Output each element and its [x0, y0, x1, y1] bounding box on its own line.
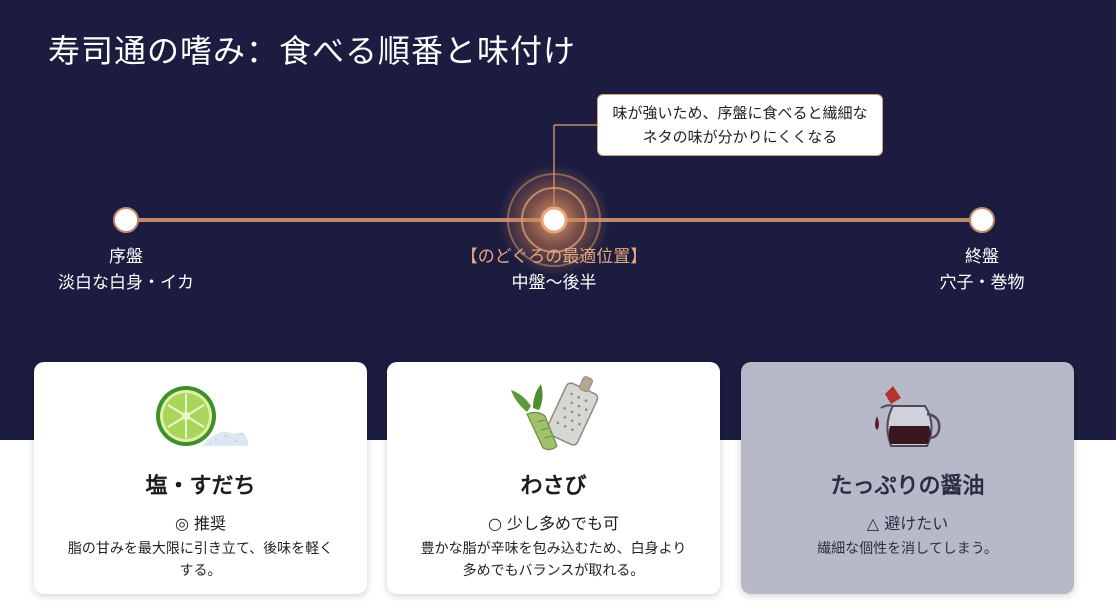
stage-dot-highlight: [540, 206, 568, 234]
stage-title: 終盤: [965, 247, 999, 267]
card-description: 繊細な個性を消してしまう。: [817, 541, 998, 557]
callout-box: 味が強いため、序盤に食べると繊細なネタの味が分かりにくくなる: [597, 94, 883, 156]
stage-title: 序盤: [109, 247, 143, 267]
highlight-ring: [507, 173, 601, 267]
highlight-ring: [521, 187, 587, 253]
stage-dot-end: [969, 207, 995, 233]
stage-subtitle: 中盤〜後半: [511, 273, 597, 293]
card-rating: △ 避けたい: [866, 514, 949, 533]
stage-dot-start: [113, 207, 139, 233]
sudachi-salt-icon: [34, 376, 367, 454]
soy-sauce-icon: [741, 376, 1074, 454]
wasabi-grater-icon: [387, 376, 720, 454]
card-rating: ○ 少し多めでも可: [487, 514, 620, 533]
card-description: 豊かな脂が辛味を包み込むため、白身より多めでもバランスが取れる。: [420, 541, 687, 579]
stage-early: 序盤 淡白な白身・イカ: [58, 244, 194, 296]
card-title: わさび: [520, 474, 587, 499]
card-wasabi: わさび ○ 少し多めでも可 豊かな脂が辛味を包み込むため、白身より多めでもバラン…: [387, 362, 720, 594]
stage-subtitle: 穴子・巻物: [939, 273, 1025, 293]
stage-late: 終盤 穴子・巻物: [940, 244, 1025, 296]
stage-highlight-label: 【のどぐろの最適位置】: [460, 247, 648, 267]
card-rating: ◎ 推奨: [174, 514, 227, 533]
card-title: たっぷりの醤油: [830, 474, 985, 499]
page-title: 寿司通の嗜み：食べる順番と味付け: [48, 32, 577, 70]
stage-middle: 【のどぐろの最適位置】 中盤〜後半: [461, 244, 648, 296]
card-salt-sudachi: 塩・すだち ◎ 推奨 脂の甘みを最大限に引き立て、後味を軽くする。: [34, 362, 367, 594]
card-title: 塩・すだち: [145, 474, 256, 499]
stage-subtitle: 淡白な白身・イカ: [58, 273, 194, 293]
card-soy-sauce: たっぷりの醤油 △ 避けたい 繊細な個性を消してしまう。: [741, 362, 1074, 594]
callout-text: 味が強いため、序盤に食べると繊細なネタの味が分かりにくくなる: [612, 104, 868, 146]
timeline: [113, 124, 995, 276]
card-description: 脂の甘みを最大限に引き立て、後味を軽くする。: [67, 541, 334, 579]
